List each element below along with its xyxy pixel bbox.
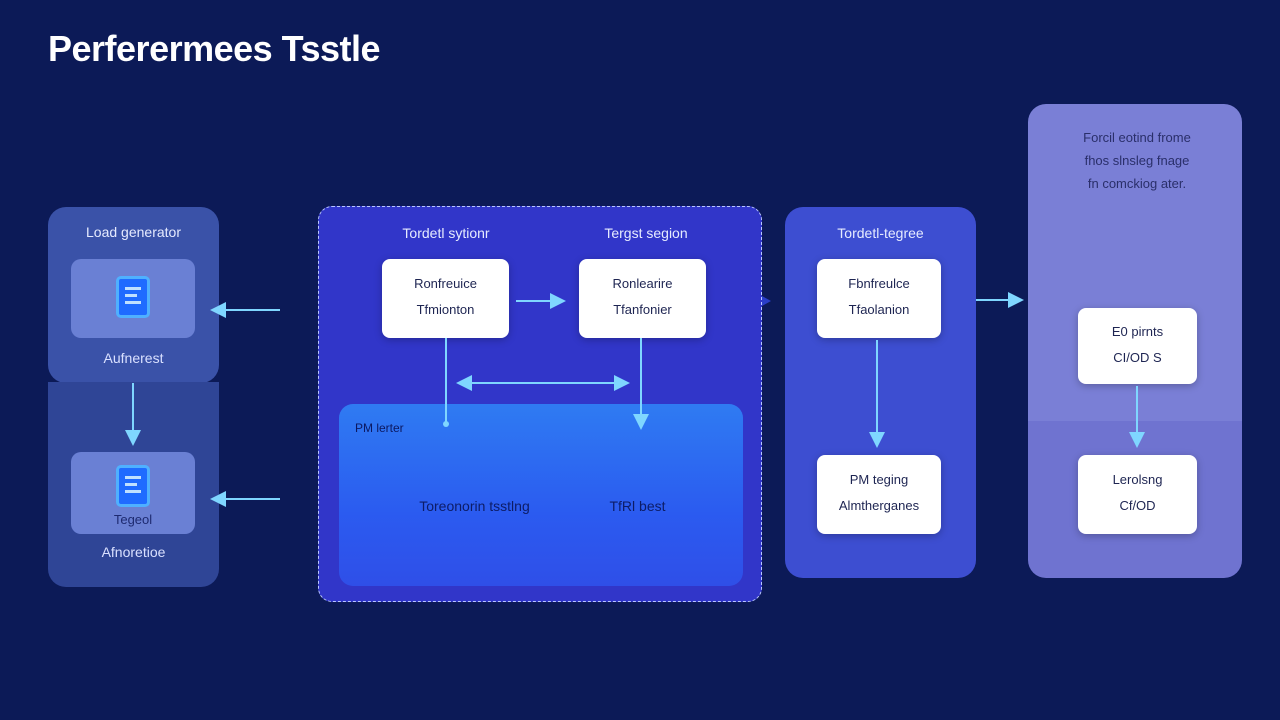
column3-card-bottom[interactable]: PM teging Almtherganes [817, 455, 941, 534]
column3-label: Tordetl-tegree [837, 225, 924, 241]
load-generator-card1-label: Aufnerest [103, 350, 164, 366]
column3-card-bottom-line2: Almtherganes [838, 498, 920, 513]
load-generator-card2-caption: Tegeol [113, 512, 153, 527]
target-card-right-line1: Ronlearire [612, 276, 673, 291]
load-generator-card2-label: Afnoretioe [101, 544, 166, 560]
column4-card-bottom-line2: Cf/OD [1119, 498, 1156, 513]
column4-note: Forcil eotind frome fhos slnsleg fnage f… [1048, 126, 1226, 195]
column4-card-top-line2: CI/OD S [1113, 350, 1162, 365]
load-generator-card-bottom[interactable]: Tegeol [71, 452, 195, 534]
page-title: Perferermees Tsstle [48, 28, 381, 69]
pm-layer-text-left: Toreonorin tsstlng [419, 498, 530, 514]
document-icon [116, 276, 150, 318]
column4-card-top-line1: E0 pirnts [1111, 324, 1164, 339]
target-card-right[interactable]: Ronlearire Tfanfonier [579, 259, 706, 338]
column4-card-bottom[interactable]: Lerolsng Cf/OD [1078, 455, 1197, 534]
pm-layer-text-right: TfRl best [609, 498, 666, 514]
target-card-left-line1: Ronfreuice [414, 276, 477, 291]
target-card-left[interactable]: Ronfreuice Tfmionton [382, 259, 509, 338]
column3-card-top-line2: Tfaolanion [848, 302, 910, 317]
column3-card-top-line1: Fbnfreulce [848, 276, 910, 291]
column3-card-top[interactable]: Fbnfreulce Tfaolanion [817, 259, 941, 338]
column4-note-line3: fn comckiog ater. [1087, 176, 1187, 191]
column3-card-bottom-line1: PM teging [849, 472, 909, 487]
target-system-label-right: Tergst segion [604, 225, 688, 241]
target-card-right-line2: Tfanfonier [613, 302, 672, 317]
document-icon [116, 465, 150, 507]
load-generator-label: Load generator [86, 224, 181, 240]
column4-card-top[interactable]: E0 pirnts CI/OD S [1078, 308, 1197, 384]
column4-card-bottom-line1: Lerolsng [1112, 472, 1163, 487]
target-card-left-line2: Tfmionton [416, 302, 475, 317]
pm-layer-label: PM lerter [355, 421, 404, 435]
load-generator-card-top[interactable] [71, 259, 195, 338]
column4-note-line1: Forcil eotind frome [1083, 130, 1191, 145]
target-system-label-left: Tordetl sytionr [402, 225, 490, 241]
pm-layer-panel [339, 404, 743, 586]
column4-note-line2: fhos slnsleg fnage [1084, 153, 1190, 168]
